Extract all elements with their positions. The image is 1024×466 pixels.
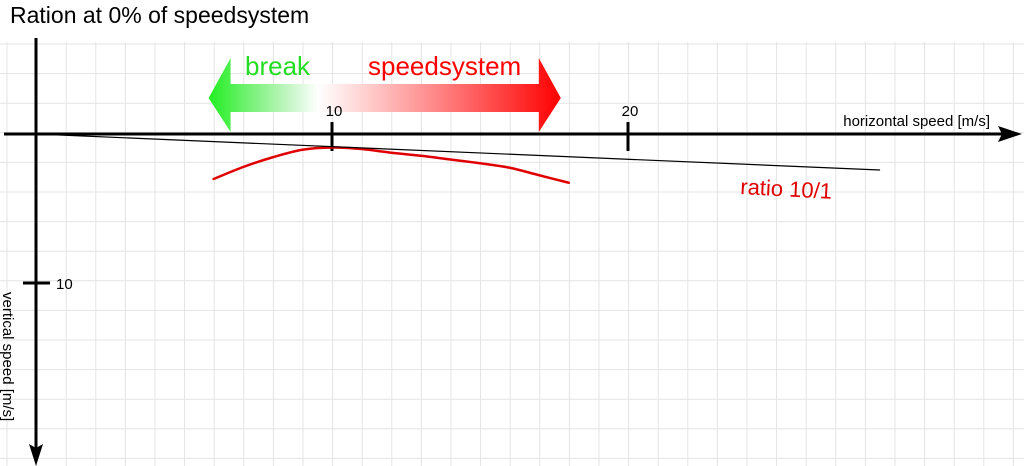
x-tick-label: 10 — [326, 103, 343, 120]
break-speedsystem-arrow — [208, 58, 561, 132]
ratio-label: ratio 10/1 — [740, 174, 833, 204]
x-tick-label: 20 — [622, 103, 639, 120]
series — [35, 133, 881, 184]
y-axis-label: vertical speed [m/s] — [0, 292, 16, 421]
y-axis-arrowhead — [29, 444, 43, 466]
x-axis-label: horizontal speed [m/s] — [843, 113, 990, 130]
speedsystem-label: speedsystem — [368, 51, 521, 81]
chart-title: Ration at 0% of speedsystem — [10, 2, 309, 28]
ticks: 10 20 10 — [23, 103, 638, 293]
break-label: break — [245, 51, 311, 81]
y-tick-label: 10 — [56, 276, 73, 293]
ratio-curve — [212, 146, 571, 184]
x-axis-arrowhead — [998, 126, 1022, 142]
ratio-line — [35, 133, 881, 171]
